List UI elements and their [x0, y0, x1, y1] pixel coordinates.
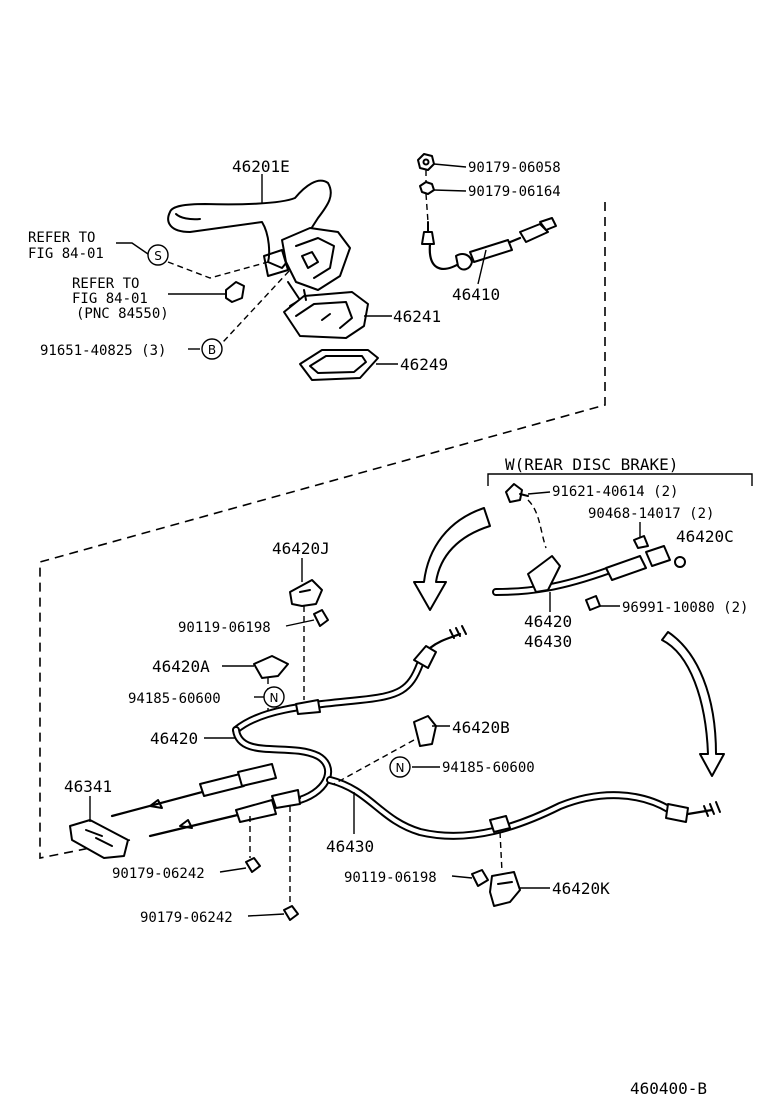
- svg-text:N: N: [396, 761, 405, 775]
- label-46410: 46410: [452, 285, 500, 304]
- dash-nut-to-cable: [425, 170, 429, 223]
- label-refer1-line1: REFER TO: [28, 230, 95, 246]
- nut-90179-06058: [417, 153, 435, 171]
- dash-46420B: [333, 739, 415, 785]
- nut-90179-06242-a: [245, 857, 261, 873]
- label-90179-06242-a: 90179-06242: [112, 866, 205, 882]
- svg-text:N: N: [270, 691, 279, 705]
- label-46420K: 46420K: [552, 879, 610, 898]
- label-46241: 46241: [393, 307, 441, 326]
- cable-46430: [326, 776, 721, 840]
- label-refer2-line2: FIG 84-01: [72, 291, 148, 307]
- leader-90179-06242-b: [247, 913, 285, 917]
- leader-90179-06058: [433, 163, 467, 168]
- inset-bracket: [487, 473, 753, 486]
- inset-leader-91621: [527, 491, 551, 495]
- bolt-90119-06198-b: [471, 869, 489, 887]
- inset-label-46430: 46430: [524, 632, 572, 651]
- label-46420-main: 46420: [150, 729, 198, 748]
- label-90119-06198-b: 90119-06198: [344, 870, 437, 886]
- diagram-code: 460400-B: [630, 1079, 707, 1098]
- nut-90179-06164: [419, 181, 435, 195]
- inset-cable: [492, 545, 671, 596]
- inset-clip-96991-10080: [585, 595, 601, 611]
- leader-90119-06198-b: [451, 875, 473, 879]
- label-46249: 46249: [400, 355, 448, 374]
- leader-refer1: [116, 242, 149, 255]
- label-46420A: 46420A: [152, 657, 210, 676]
- inset-label-46420: 46420: [524, 612, 572, 631]
- inset-clip-90468-14017: [633, 535, 649, 549]
- marker-s: S: [147, 244, 169, 266]
- arrow-to-inset: [413, 507, 491, 611]
- inset-label-96991-10080: 96991-10080 (2): [622, 600, 748, 616]
- label-refer1-line2: FIG 84-01: [28, 246, 104, 262]
- inset-end-46420C: [674, 556, 686, 568]
- dash-s-to-lever: [167, 261, 269, 279]
- inset-bolt-91621-40614: [505, 483, 529, 503]
- bolt-90119-06198-a: [313, 609, 329, 627]
- inset-label-46420C: 46420C: [676, 527, 734, 546]
- label-46420B: 46420B: [452, 718, 510, 737]
- assembly-boundary-dashed: [39, 202, 606, 859]
- marker-b: B: [201, 338, 223, 360]
- label-46430: 46430: [326, 837, 374, 856]
- equalizer-rods: [110, 763, 302, 838]
- leader-46410: [477, 249, 487, 285]
- boot-46249: [299, 349, 379, 381]
- label-91651-40825: 91651-40825 (3): [40, 343, 166, 359]
- parking-brake-lever-46201E: [167, 179, 351, 307]
- cable-46410: [421, 217, 557, 271]
- label-refer2-line1: REFER TO: [72, 276, 139, 292]
- label-46420J: 46420J: [272, 539, 330, 558]
- label-90119-06198-a: 90119-06198: [178, 620, 271, 636]
- inset-label-90468-14017: 90468-14017 (2): [588, 506, 714, 522]
- marker-n2: N: [389, 756, 411, 778]
- equalizer-46341: [69, 819, 129, 859]
- inset-title: W(REAR DISC BRAKE): [505, 455, 678, 474]
- label-90179-06058: 90179-06058: [468, 160, 561, 176]
- clip-refer-pnc: [225, 281, 245, 303]
- label-46341: 46341: [64, 777, 112, 796]
- bracket-46420J: [289, 579, 323, 607]
- bracket-46420B: [413, 715, 437, 747]
- svg-text:S: S: [154, 249, 162, 263]
- cover-46241: [283, 289, 369, 339]
- leader-90119-06198-a: [285, 619, 315, 627]
- bracket-46420K: [489, 871, 521, 907]
- nut-90179-06242-b: [283, 905, 299, 921]
- label-94185-60600-a: 94185-60600: [128, 691, 221, 707]
- dash-b-to-lever: [209, 269, 291, 357]
- label-90179-06164: 90179-06164: [468, 184, 561, 200]
- inset-dash-bolt: [527, 499, 547, 549]
- marker-n1: N: [263, 686, 285, 708]
- bracket-46420A: [253, 655, 289, 679]
- arrow-from-inset: [661, 631, 725, 777]
- label-94185-60600-b: 94185-60600: [442, 760, 535, 776]
- label-90179-06242-b: 90179-06242: [140, 910, 233, 926]
- cable-46420: [232, 625, 467, 804]
- leader-90179-06242-a: [219, 867, 247, 873]
- leader-90179-06164: [433, 189, 467, 192]
- svg-text:B: B: [208, 343, 216, 357]
- inset-label-91621-40614: 91621-40614 (2): [552, 484, 678, 500]
- label-46201E: 46201E: [232, 157, 290, 176]
- dash-46420K: [499, 831, 503, 873]
- label-refer2-line3: (PNC 84550): [76, 306, 169, 322]
